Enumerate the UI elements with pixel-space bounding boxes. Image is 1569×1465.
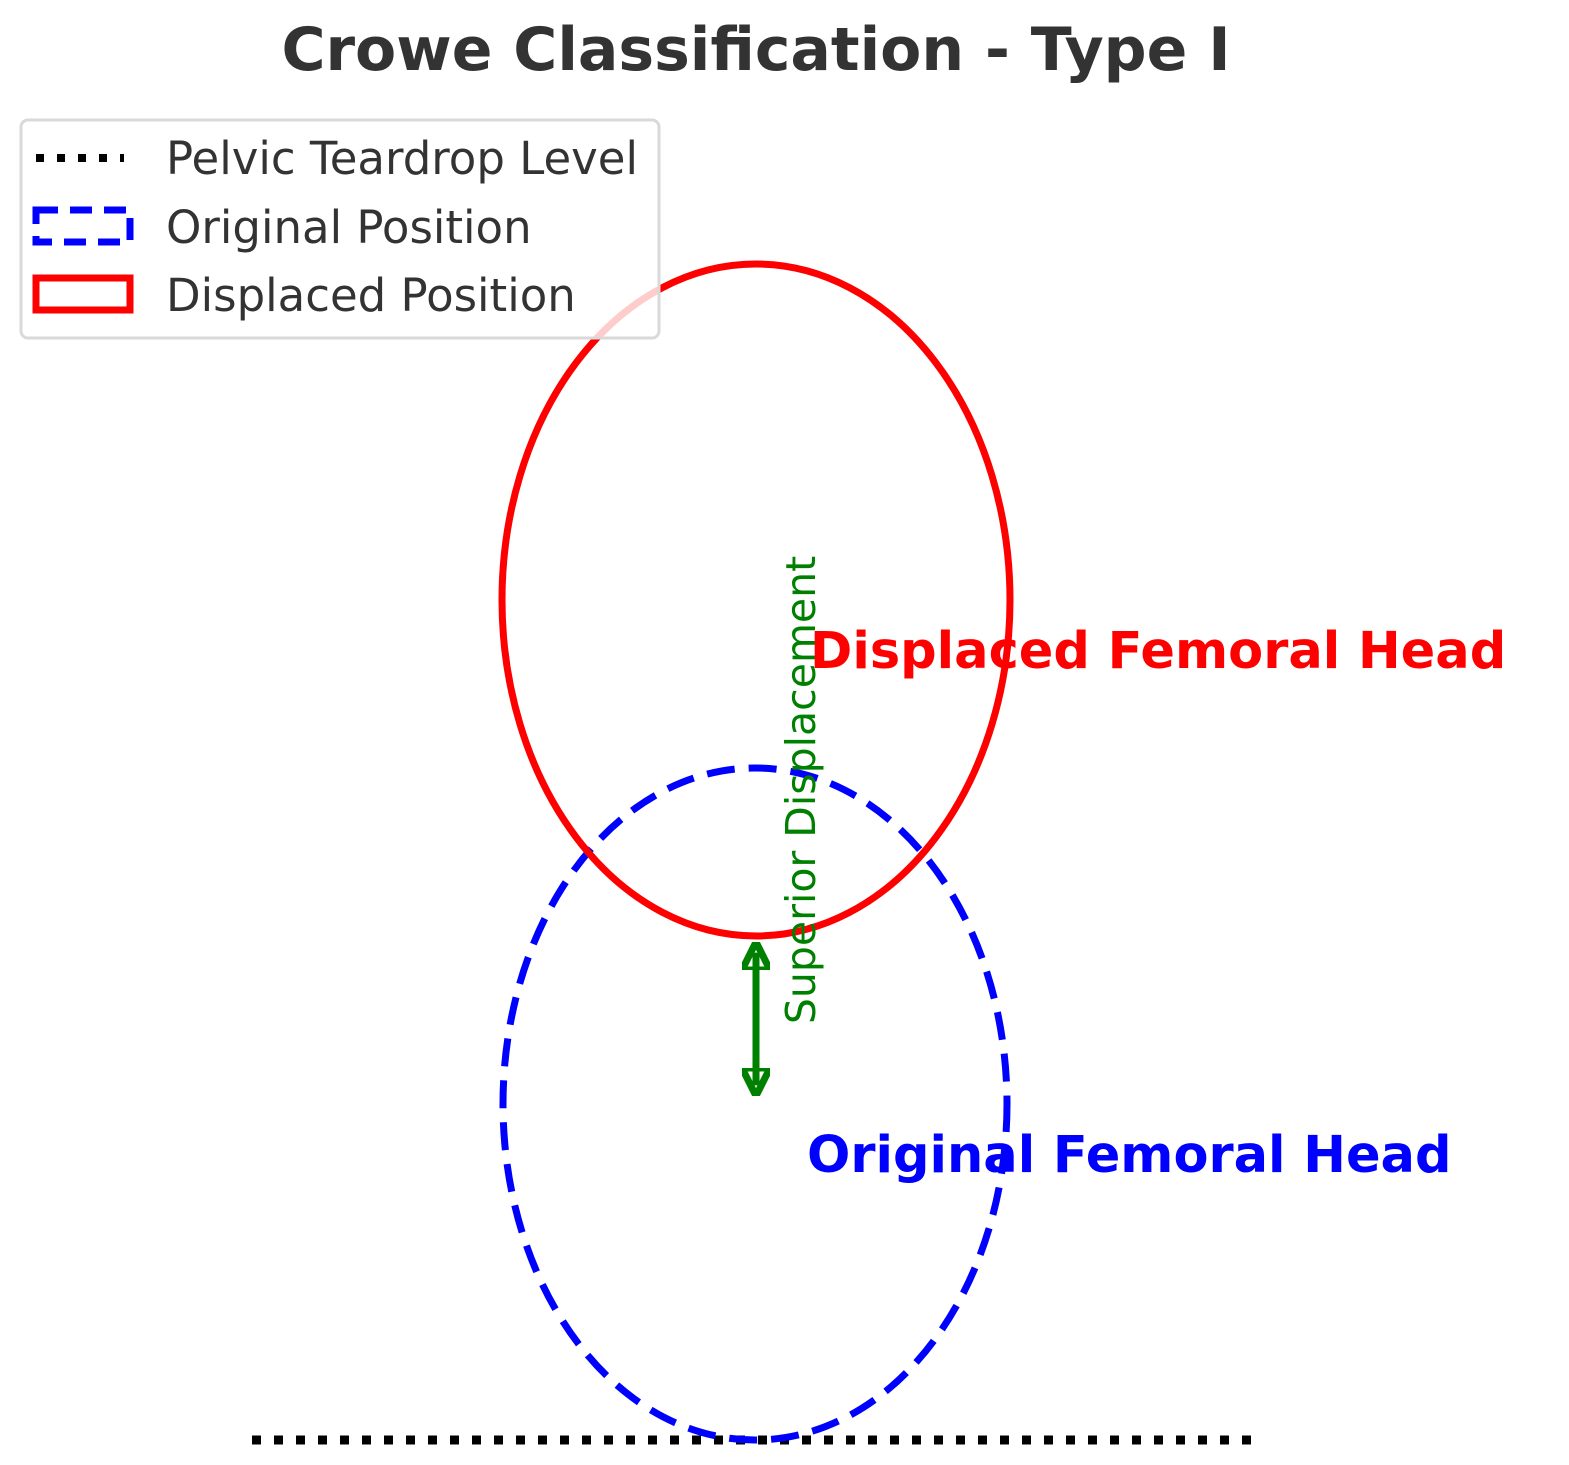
original-femoral-head-label: Original Femoral Head [807, 1126, 1451, 1185]
legend-label-pelvic-teardrop: Pelvic Teardrop Level [166, 132, 638, 185]
legend-box [19, 118, 661, 340]
legend-label-original-position: Original Position [166, 201, 532, 254]
diagram-title: Crowe Classification - Type I [281, 15, 1230, 85]
legend: Pelvic Teardrop Level Original Position … [19, 118, 661, 340]
displaced-femoral-head-ellipse [498, 260, 1014, 940]
legend-label-displaced-position: Displaced Position [166, 269, 576, 322]
displaced-femoral-head-label: Displaced Femoral Head [810, 622, 1506, 681]
legend-marker-displaced-position [32, 274, 134, 314]
superior-displacement-label: Superior Displacement [777, 556, 825, 1024]
legend-marker-original-position [32, 206, 134, 246]
original-femoral-head-ellipse [499, 764, 1011, 1444]
